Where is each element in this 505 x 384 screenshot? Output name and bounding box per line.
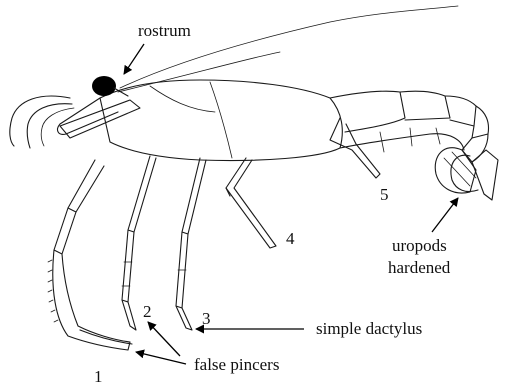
- rostrum-arrow: [124, 44, 144, 74]
- antennule-curl-inner: [27, 104, 72, 148]
- antenna-second: [118, 52, 280, 92]
- abdomen-seg-3: [445, 96, 476, 126]
- abdomen-seg-5: [462, 134, 488, 162]
- pleopod-1: [380, 132, 384, 152]
- leg2-tip: [122, 300, 136, 330]
- false-pincers-label: false pincers: [194, 355, 279, 374]
- scaphocerite: [60, 100, 140, 138]
- carapace: [100, 80, 342, 161]
- uropod-rib: [444, 152, 476, 186]
- leg1-label: 1: [94, 367, 103, 384]
- leg2-upper: [128, 156, 156, 232]
- leg3-label: 3: [202, 309, 211, 328]
- leg4: [226, 158, 276, 248]
- uropods-arrow: [432, 198, 458, 232]
- eye: [92, 76, 116, 96]
- leg1-carpus: [54, 208, 76, 254]
- leg5-label: 5: [380, 185, 389, 204]
- pleopod-3: [436, 128, 440, 144]
- abdomen-seg-2: [400, 91, 450, 120]
- uropods-label-line1: uropods: [392, 236, 447, 255]
- antenna-long: [120, 6, 458, 88]
- leg1-propodus: [53, 250, 130, 350]
- leg2-label: 2: [143, 302, 152, 321]
- telson: [472, 150, 498, 200]
- rostrum-label: rostrum: [138, 21, 191, 40]
- leg1-merus: [68, 160, 104, 212]
- leg4-label: 4: [286, 229, 295, 248]
- carapace-groove-2: [150, 86, 215, 112]
- uropods-label-line2: hardened: [388, 258, 451, 277]
- false-pincers-arrow-2: [148, 322, 180, 356]
- simple-dactylus-label: simple dactylus: [316, 319, 422, 338]
- leg3-tip: [176, 306, 192, 330]
- leg3-upper: [182, 158, 206, 234]
- abdomen-seg-1: [330, 91, 405, 132]
- carapace-groove: [210, 82, 232, 158]
- leg2-lower: [122, 230, 134, 302]
